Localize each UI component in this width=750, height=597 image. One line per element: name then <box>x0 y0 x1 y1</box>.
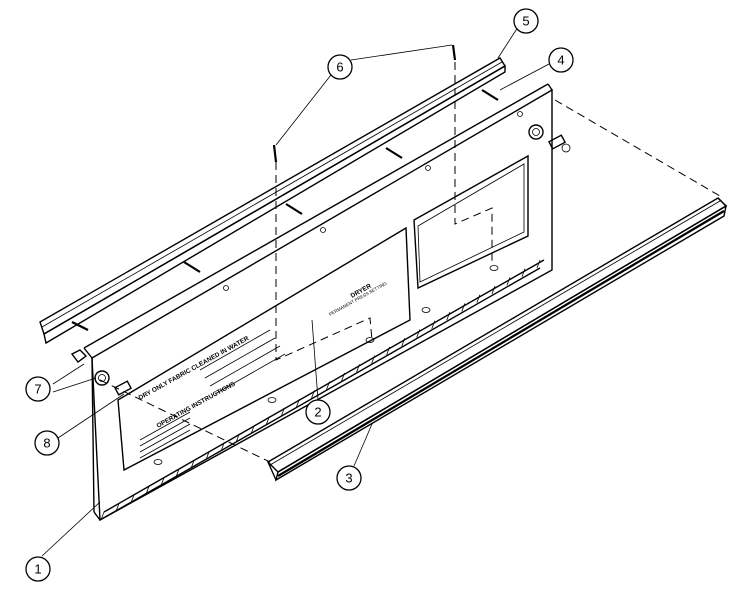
knob-post-right <box>528 124 571 153</box>
callout-4: 4 <box>548 47 574 73</box>
instructions-text: OPERATING INSTRUCTIONS <box>156 380 238 429</box>
svg-text:4: 4 <box>557 53 564 68</box>
control-window <box>413 154 529 290</box>
callout-2: 2 <box>305 399 331 425</box>
callout-8: 8 <box>34 430 60 456</box>
svg-text:5: 5 <box>522 14 529 29</box>
screw-holes <box>223 111 523 291</box>
panel-clips <box>153 265 499 465</box>
callout-6: 6 <box>327 54 353 80</box>
knob-post-left <box>94 370 133 396</box>
instruction-label-plate <box>117 226 411 472</box>
dryer-subtext: PERMANENT PRESS SETTING <box>328 281 388 317</box>
assembly-lines <box>99 62 721 463</box>
mounting-bracket <box>43 64 506 345</box>
wire-clip <box>70 349 88 363</box>
svg-text:7: 7 <box>34 382 41 397</box>
svg-text:6: 6 <box>336 60 343 75</box>
screws <box>71 44 499 331</box>
svg-text:2: 2 <box>314 405 321 420</box>
callout-5: 5 <box>513 8 539 34</box>
callout-1: 1 <box>25 556 51 582</box>
hinge-knuckles <box>100 259 541 521</box>
caution-text: DRY ONLY FABRIC CLEANED IN WATER <box>138 335 251 402</box>
svg-text:3: 3 <box>345 471 352 486</box>
callout-3: 3 <box>336 465 362 491</box>
top-trim-strip <box>39 57 506 336</box>
console-panel <box>83 83 553 522</box>
callout-7: 7 <box>25 376 51 402</box>
svg-text:1: 1 <box>34 562 41 577</box>
svg-text:8: 8 <box>43 436 50 451</box>
leader-lines <box>41 23 550 557</box>
bottom-trim-extrusion <box>266 197 728 482</box>
